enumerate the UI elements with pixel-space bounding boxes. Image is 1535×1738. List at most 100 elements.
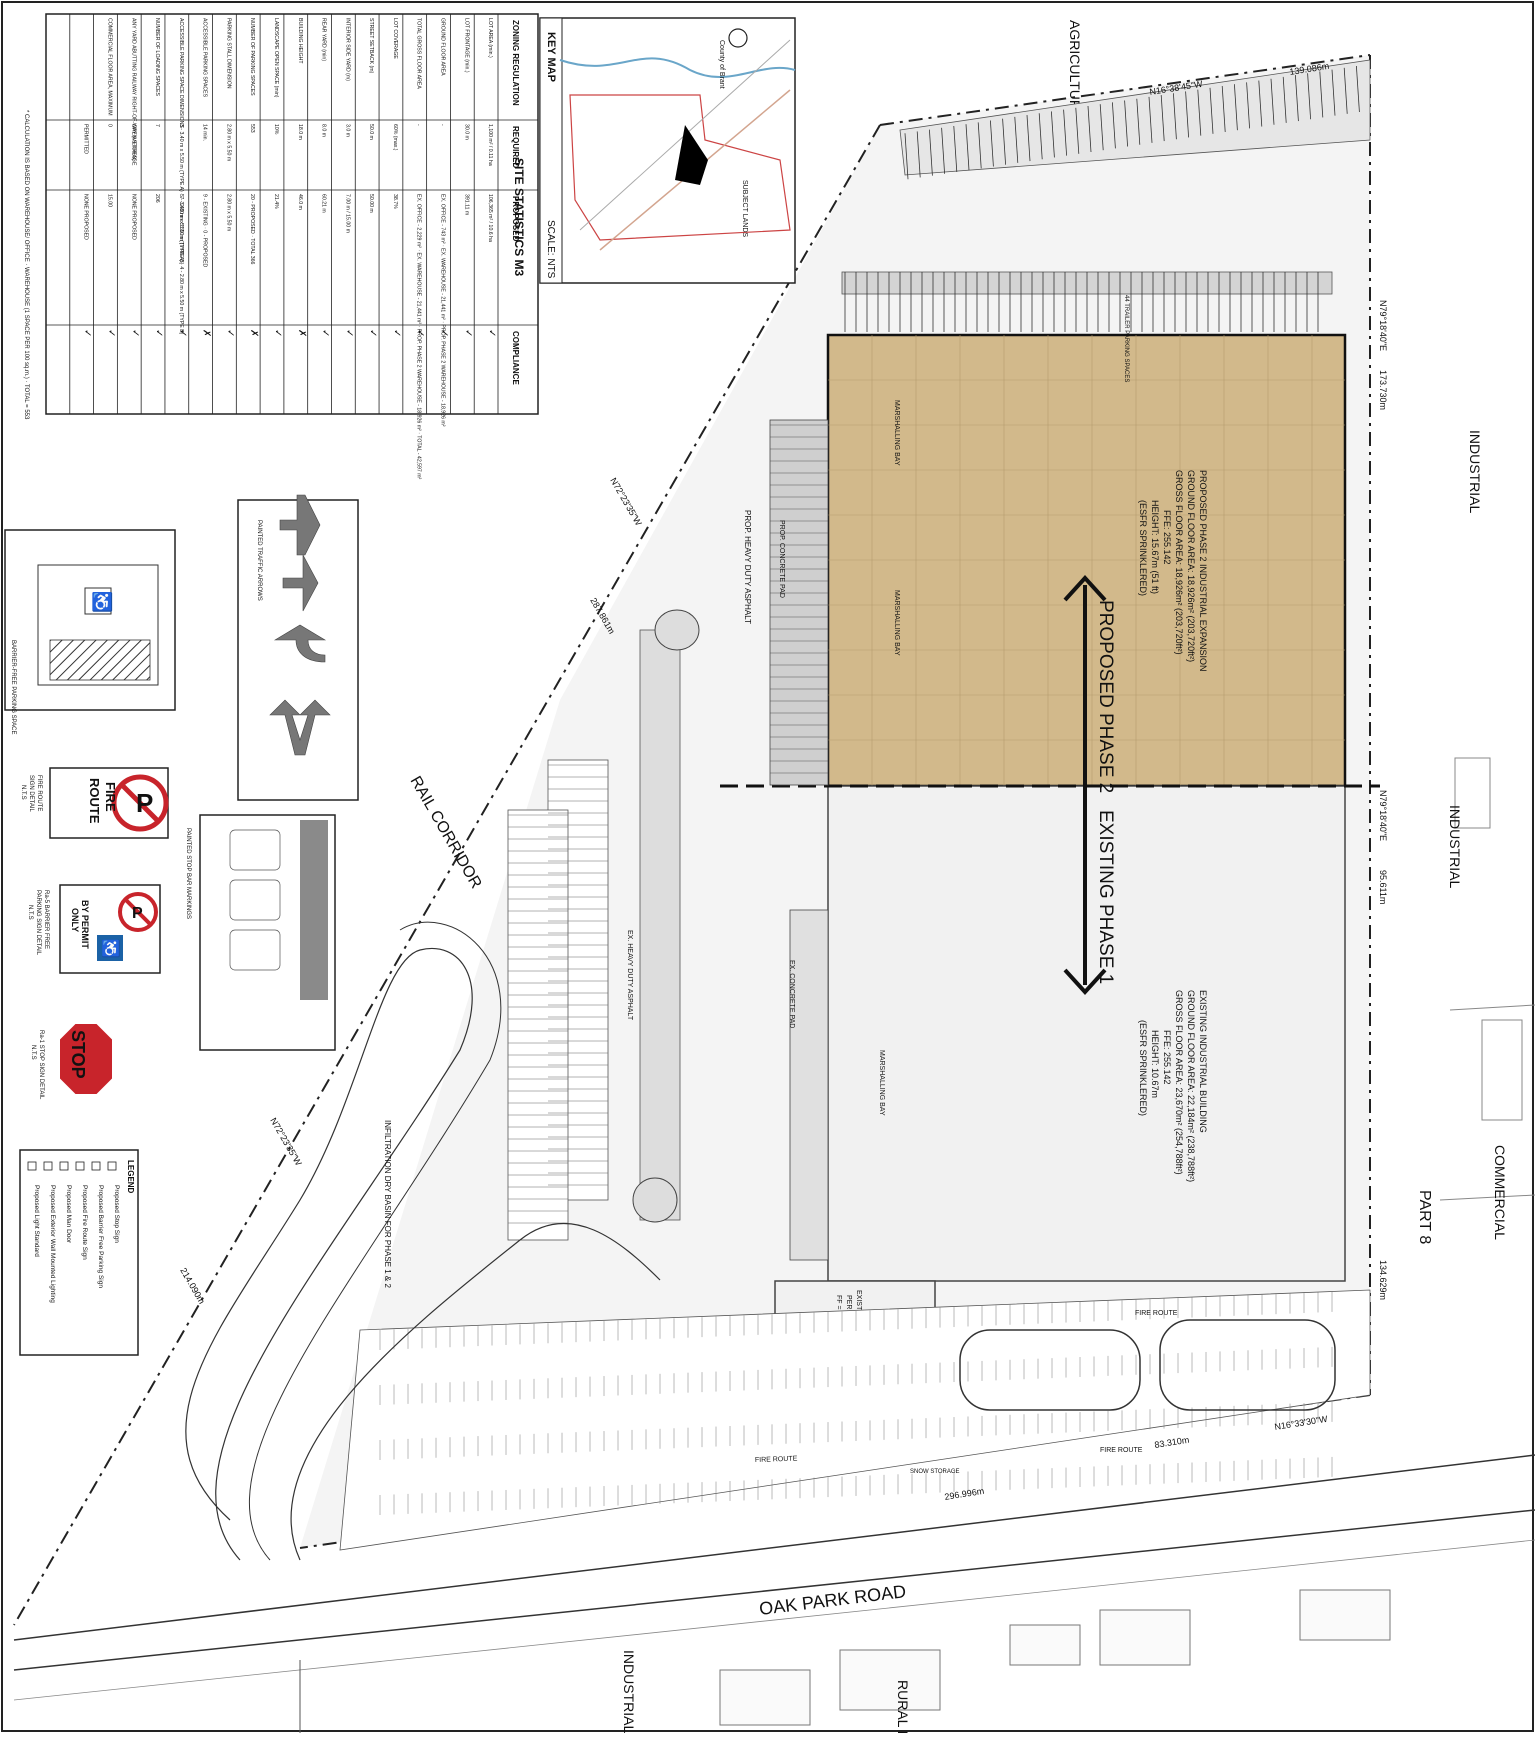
stats-cell: 5 - 3.40 m x 5.50 m (TYPE A) · 4 - 2.80 … <box>178 194 184 335</box>
stats-cell: 60% (max.) <box>392 124 398 151</box>
stats-cell: ACCESSIBLE PARKING SPACES <box>202 18 208 98</box>
svg-text:P: P <box>136 788 153 818</box>
bf-parking-sign-detail: P ♿ BY PERMIT ONLY Ra-5 BARRIER FREE PAR… <box>27 884 161 974</box>
fire-sign-text-2: ROUTE <box>87 778 102 824</box>
trailer-parking-north <box>841 59 1371 332</box>
dry-basin: INFILTRATION DRY BASIN FOR PHASE 1 & 2 <box>185 921 661 1561</box>
stats-cell: TOTAL GROSS FLOOR AREA <box>416 18 422 89</box>
rural-residential-label: RURAL RESIDENTIAL <box>895 1680 911 1733</box>
stop-bar-title: PAINTED STOP BAR MARKINGS <box>185 828 191 919</box>
stats-header: REQUIRED <box>511 126 520 168</box>
dim-east-bearing-2: N79°18'40"E <box>1378 790 1388 841</box>
stop-caption-1: Ra-1 STOP SIGN DETAIL <box>38 1030 44 1100</box>
barrier-free-title: BARRIER-FREE PARKING SPACE <box>10 640 16 734</box>
fire-route-label-1: FIRE ROUTE <box>1135 1310 1178 1317</box>
stats-title: SITE STATISTICS M3 <box>512 158 526 277</box>
key-map-scale: SCALE: NTS <box>545 220 556 279</box>
stats-cell: 9 - EXISTING · 0 - PROPOSED <box>202 194 208 267</box>
trailer-parking-middle: EX. HEAVY DUTY ASPHALT <box>507 609 700 1241</box>
stats-cell: ✓ <box>272 329 283 337</box>
stats-cell: ✓ <box>177 329 188 337</box>
stats-cell: ✓ <box>224 329 235 337</box>
dim-rail-bearing-1: N72°23'35"W <box>608 476 644 528</box>
arrows-title: PAINTED TRAFFIC ARROWS <box>256 520 262 601</box>
county-label: County of Brant <box>718 40 725 89</box>
stats-cell: - <box>416 124 422 126</box>
dim-east-length-1: 173.730m <box>1378 370 1388 410</box>
stats-cell: 1,100 m² / 0.11 ha <box>487 124 493 166</box>
stats-cell: EX. OFFICE - 2,229 m² · EX. WAREHOUSE - … <box>416 194 422 480</box>
wheelchair-icon <box>84 587 112 615</box>
legend-item: Proposed Stop Sign <box>113 1185 120 1243</box>
stats-cell: 60.21 m <box>321 194 327 213</box>
legend-symbol-icon <box>59 1161 69 1171</box>
stats-cell: - <box>440 124 446 126</box>
key-map: SUBJECT LANDS County of Brant KEY MAP SC… <box>539 17 796 284</box>
stats-cell: 30.0 m <box>463 124 469 140</box>
phase1-desc-6: (ESFR SPRINKLERED) <box>1138 1020 1148 1116</box>
loading-dock-phase1: EX. CONCRETE PAD <box>788 909 829 1261</box>
stats-cell: 14 min. <box>202 124 208 141</box>
stats-cell: ✗ <box>296 329 307 337</box>
north-arrow-icon <box>728 28 748 48</box>
stats-cell: LOT COVERAGE <box>392 18 398 59</box>
stats-cell: 50.00 m <box>368 194 374 213</box>
stats-cell: INTERIOR SIDE YARD (m) <box>344 18 350 81</box>
subject-lands-label: SUBJECT LANDS <box>741 180 748 237</box>
stats-cell: NONE PROPOSED <box>130 194 136 240</box>
stats-cell: ANY YARD ABUTTING RAILWAY RIGHT-OF-WAY (… <box>130 18 136 161</box>
stats-cell: 10% <box>273 124 279 135</box>
stats-cell: LOT AREA (min.) <box>487 18 493 58</box>
stats-cell: 15.00 <box>106 194 112 207</box>
stats-cell: 106,365 m² / 10.6 ha <box>487 194 493 242</box>
stats-cell: NONE PROPOSED <box>83 194 89 240</box>
stats-cell: ✓ <box>439 329 450 337</box>
arrow-split-icon <box>269 699 331 756</box>
subject-lands-marker <box>675 125 708 185</box>
svg-text:♿: ♿ <box>101 939 121 958</box>
stats-cell: 20 - PROPOSED · TOTAL 366 <box>249 194 255 265</box>
phase1-desc-1: EXISTING INDUSTRIAL BUILDING <box>1198 990 1208 1133</box>
stats-cell: 0 <box>106 124 112 127</box>
marshalling-bay-label-3: MARSHALLING BAY <box>878 1050 885 1116</box>
road-label: OAK PARK ROAD <box>758 1581 907 1619</box>
fire-sign-caption-2: SIGN DETAIL <box>28 775 34 813</box>
site-statistics-table: SITE STATISTICS M3 ZONING REGULATIONREQU… <box>23 13 539 480</box>
svg-text:P: P <box>132 905 143 922</box>
arrow-straight-icon <box>279 494 321 556</box>
stats-cell: 21.4% <box>273 194 279 209</box>
property-line-north <box>879 54 1371 126</box>
phase1-desc-5: HEIGHT: 10.67m <box>1150 1030 1160 1098</box>
agricultural-label: AGRICULTURAL <box>1067 20 1083 127</box>
stats-cell: 391.11 m <box>463 194 469 215</box>
key-map-title: KEY MAP <box>545 32 557 82</box>
legend-item: Proposed Man Door <box>65 1185 72 1244</box>
stats-cell: 50.0 m <box>368 124 374 140</box>
phase2-desc-1: PROPOSED PHASE 2 INDUSTRIAL EXPANSION <box>1198 470 1208 672</box>
stats-cell: ✓ <box>462 329 473 337</box>
prop-concrete-pad-label: PROP. CONCRETE PAD <box>778 520 785 598</box>
dim-south-bearing: N16°33'30"W <box>1274 1414 1329 1432</box>
stats-cell: ✓ <box>153 329 164 337</box>
stats-cell: ACCESSIBLE PARKING SPACE DIMENSIONS <box>178 18 184 128</box>
stats-cell: STREET SETBACK (m) <box>368 18 374 74</box>
legend-item: Proposed Fire Route Sign <box>81 1185 88 1260</box>
fire-sign-text-1: FIRE <box>103 782 118 812</box>
dim-rail-length-2: 214.090m <box>178 1266 207 1306</box>
stats-cell: ✓ <box>391 329 402 337</box>
loading-dock-west: PROP. CONCRETE PAD PROP. HEAVY DUTY ASPH… <box>743 295 1129 786</box>
phase1-desc-4: FFE: 255.142 <box>1162 1030 1172 1085</box>
commercial-label: COMMERCIAL <box>1492 1145 1508 1240</box>
stats-cell: ✓ <box>105 329 116 337</box>
stats-cell: 2.80 m x 5.50 m <box>225 124 231 161</box>
fire-route-sign-detail: P FIRE ROUTE FIRE ROUTE SIGN DETAIL N.T.… <box>20 767 169 839</box>
bf-sign-caption-1: Ra-5 BARRIER FREE <box>43 890 49 949</box>
ex-concrete-pad-label: EX. CONCRETE PAD <box>788 960 795 1028</box>
legend-symbol-icon <box>91 1161 101 1171</box>
heavy-asphalt-label: PROP. HEAVY DUTY ASPHALT <box>743 510 752 624</box>
stats-cell: 3.0 m <box>344 124 350 137</box>
industrial-east-label-1: INDUSTRIAL <box>1467 430 1483 513</box>
phase1-desc-3: GROSS FLOOR AREA: 23,670m² (254,788ft²) <box>1174 990 1184 1175</box>
